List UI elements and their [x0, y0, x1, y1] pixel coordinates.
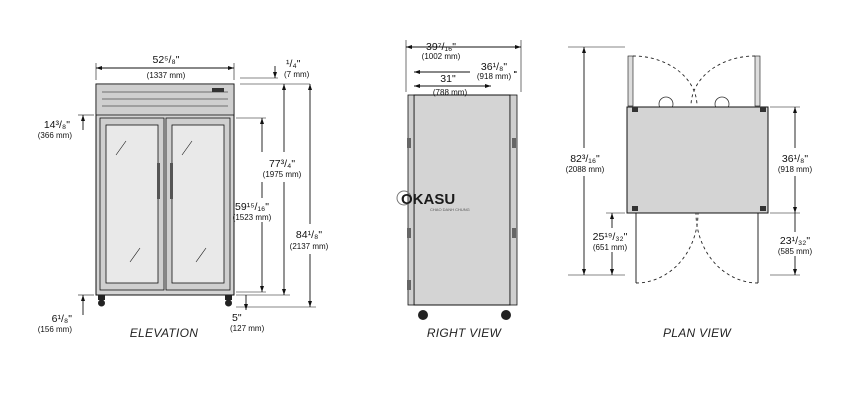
label-elevation: ELEVATION — [130, 326, 199, 340]
dim-plan-overall-in: 82³/₁₆" — [570, 153, 600, 165]
watermark: OKASU CHAO DANH CHUNG — [396, 190, 470, 212]
dim-top-mm: (7 mm) — [284, 70, 310, 79]
header-panel — [95, 83, 235, 116]
left-door-glass — [105, 124, 159, 284]
dim-overall-in: 84¹/₈" — [296, 229, 322, 241]
watermark-tagline: CHAO DANH CHUNG — [430, 207, 470, 212]
caster-right — [225, 299, 232, 307]
dim-leg-in: 6¹/₈" — [52, 313, 73, 325]
dim-caster-in: 5" — [232, 312, 242, 324]
dim-overall-mm: (2137 mm) — [290, 242, 329, 251]
dim-plan-clearance-mm: (585 mm) — [778, 247, 813, 256]
dim-plan-overall-mm: (2088 mm) — [566, 165, 605, 174]
dim-plan-depth-mm: (918 mm) — [778, 165, 813, 174]
dim-width-mm: (1337 mm) — [147, 71, 186, 80]
dim-side-cabinet-in: 36¹/₈" — [481, 61, 507, 73]
dim-door-mm: (1523 mm) — [233, 213, 272, 222]
right-door-glass — [171, 124, 225, 284]
side-body — [413, 94, 511, 306]
elevation-view: 52⁵/₈" (1337 mm) ¹/₄" (7 mm) 14³/₈" (366… — [38, 54, 332, 340]
label-right-view: RIGHT VIEW — [427, 326, 503, 340]
dim-header-mm: (366 mm) — [38, 131, 73, 140]
right-view: 39⁷/₁₆" (1002 mm) 36¹/₈" (918 mm) 31" (7… — [396, 40, 522, 340]
dim-plan-swing-mm: (651 mm) — [593, 243, 628, 252]
lower-swing-right — [695, 212, 759, 284]
dim-side-interior-mm: (788 mm) — [433, 88, 468, 97]
left-handle — [157, 163, 160, 199]
dim-side-interior-in: 31" — [440, 73, 456, 85]
dim-side-overall-in: 39⁷/₁₆" — [426, 41, 456, 53]
dim-plan-clearance-in: 23¹/₃₂" — [780, 235, 810, 247]
side-back — [509, 94, 518, 306]
dim-caster-mm: (127 mm) — [230, 324, 265, 333]
plan-cabinet — [626, 106, 769, 214]
dim-door-in: 59¹⁵/₁₆" — [235, 201, 269, 213]
side-caster-front — [418, 310, 428, 320]
logo-plate — [212, 88, 224, 92]
upper-swing-left — [632, 55, 698, 107]
lower-swing-left — [635, 212, 699, 284]
dim-plan-swing-in: 25¹⁹/₃₂" — [593, 231, 628, 243]
dim-width-in: 52⁵/₈" — [152, 54, 179, 66]
dim-top-in: ¹/₄" — [286, 58, 301, 70]
dim-body-mm: (1975 mm) — [263, 170, 302, 179]
right-handle — [170, 163, 173, 199]
watermark-brand: OKASU — [401, 191, 455, 208]
plan-view: 82³/₁₆" (2088 mm) 25¹⁹/₃₂" (651 mm) 36¹/… — [562, 46, 818, 340]
side-caster-rear — [501, 310, 511, 320]
caster-left — [98, 299, 105, 307]
dim-plan-depth-in: 36¹/₈" — [782, 153, 808, 165]
label-plan-view: PLAN VIEW — [663, 326, 732, 340]
dim-side-overall-mm: (1002 mm) — [422, 52, 461, 61]
dim-leg-mm: (156 mm) — [38, 325, 73, 334]
dim-side-cabinet-mm: (918 mm) — [477, 72, 512, 81]
dim-body-in: 77³/₄" — [269, 158, 295, 170]
dim-header-in: 14³/₈" — [44, 119, 70, 131]
upper-swing-right — [690, 55, 756, 107]
